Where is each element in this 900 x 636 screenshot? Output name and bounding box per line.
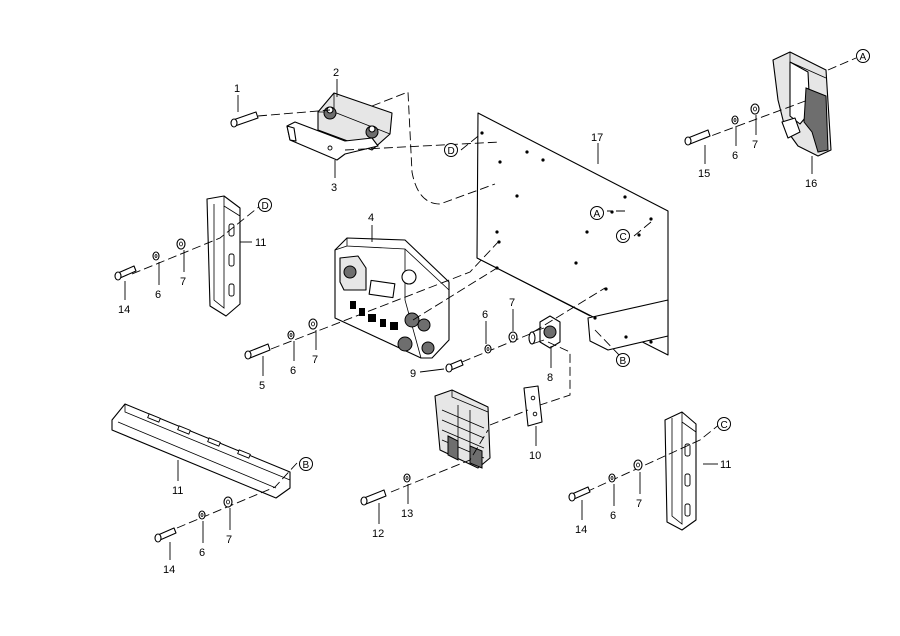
callout-6-center: 6 bbox=[482, 309, 488, 321]
washer-7-mid bbox=[308, 318, 318, 330]
washer-7-bottom bbox=[223, 496, 233, 508]
leader-lines bbox=[124, 79, 813, 560]
bolt-14-right bbox=[568, 486, 591, 502]
ref-D-label: D bbox=[448, 146, 455, 157]
callout-numbers: 1 2 3 4 5 6 7 14 6 7 6 7 8 9 10 11 11 11… bbox=[118, 67, 817, 576]
battery-connector bbox=[434, 389, 491, 469]
ref-C-plate: C bbox=[616, 229, 630, 243]
key-switch bbox=[528, 315, 561, 349]
callout-6-mid: 6 bbox=[290, 365, 296, 377]
washer-13 bbox=[403, 473, 411, 483]
ref-A-label: A bbox=[594, 209, 601, 220]
assembly-centerlines bbox=[131, 57, 857, 534]
callout-13: 13 bbox=[401, 508, 413, 520]
callout-6-left: 6 bbox=[155, 289, 161, 301]
callout-14-left: 14 bbox=[118, 304, 130, 316]
washer-7-right bbox=[633, 459, 643, 471]
callout-1: 1 bbox=[234, 83, 240, 95]
ref-C-rail: C bbox=[717, 417, 731, 431]
washer-6-mid bbox=[287, 330, 295, 340]
washer-6-right-top bbox=[731, 115, 739, 125]
din-rail-right bbox=[664, 411, 697, 531]
callout-9: 9 bbox=[410, 368, 416, 380]
callout-7-mid: 7 bbox=[312, 354, 318, 366]
handle-cover bbox=[772, 51, 832, 157]
callout-7-right-top: 7 bbox=[752, 139, 758, 151]
callout-6-right: 6 bbox=[610, 510, 616, 522]
bolt-9 bbox=[445, 359, 464, 373]
washer-7-right-top bbox=[750, 103, 760, 115]
callout-14-bottom: 14 bbox=[163, 564, 175, 576]
callout-5: 5 bbox=[259, 380, 265, 392]
callout-6-bottom: 6 bbox=[199, 547, 205, 559]
bolt-15 bbox=[684, 129, 711, 146]
callout-16: 16 bbox=[805, 178, 817, 190]
ref-A-top-right: A bbox=[856, 49, 870, 63]
ref-A-label: A bbox=[860, 52, 867, 63]
callout-14-right: 14 bbox=[575, 524, 587, 536]
ref-A-plate: A bbox=[590, 206, 604, 220]
ref-B-label: B bbox=[303, 460, 310, 471]
din-rail-left bbox=[206, 195, 241, 317]
callout-7-bottom: 7 bbox=[226, 534, 232, 546]
callout-10: 10 bbox=[529, 450, 541, 462]
washer-6-bottom bbox=[198, 510, 206, 520]
callout-7-right: 7 bbox=[636, 498, 642, 510]
bolt-12 bbox=[360, 489, 387, 506]
washer-6-left bbox=[152, 251, 160, 261]
washer-6-center bbox=[484, 344, 492, 354]
callout-11-left: 11 bbox=[255, 237, 266, 249]
callout-7-center: 7 bbox=[509, 297, 515, 309]
callout-4: 4 bbox=[368, 212, 374, 224]
ref-B-plate: B bbox=[616, 353, 630, 367]
ref-C-label: C bbox=[721, 420, 728, 431]
callout-17: 17 bbox=[591, 132, 603, 144]
bolt-14-bottom bbox=[154, 527, 177, 543]
din-rail-bottom bbox=[111, 403, 291, 499]
callout-6-right-top: 6 bbox=[732, 150, 738, 162]
mounting-plate bbox=[476, 112, 669, 356]
ref-B-rail: B bbox=[299, 457, 313, 471]
bracket-plate bbox=[523, 385, 543, 427]
ref-D-label: D bbox=[262, 201, 269, 212]
callout-2: 2 bbox=[333, 67, 339, 79]
ref-D-rail: D bbox=[258, 198, 272, 212]
callout-11-right: 11 bbox=[720, 459, 731, 471]
ref-D-plate: D bbox=[444, 143, 458, 157]
callout-8: 8 bbox=[547, 372, 553, 384]
bolt-14-left bbox=[114, 265, 137, 281]
callout-15: 15 bbox=[698, 168, 710, 180]
washer-7-left bbox=[176, 238, 186, 250]
bolt-5 bbox=[244, 343, 271, 360]
motor-controller bbox=[334, 237, 450, 359]
contactor-relay bbox=[317, 92, 393, 151]
screw-1 bbox=[230, 111, 259, 128]
callout-12: 12 bbox=[372, 528, 384, 540]
washer-7-center bbox=[508, 331, 518, 343]
ref-C-label: C bbox=[620, 232, 627, 243]
ref-B-label: B bbox=[620, 356, 627, 367]
callout-11-bottom: 11 bbox=[172, 485, 183, 497]
callout-3: 3 bbox=[331, 182, 337, 194]
fuse-link bbox=[286, 121, 379, 161]
callout-7-left: 7 bbox=[180, 276, 186, 288]
washer-6-right bbox=[608, 473, 616, 483]
